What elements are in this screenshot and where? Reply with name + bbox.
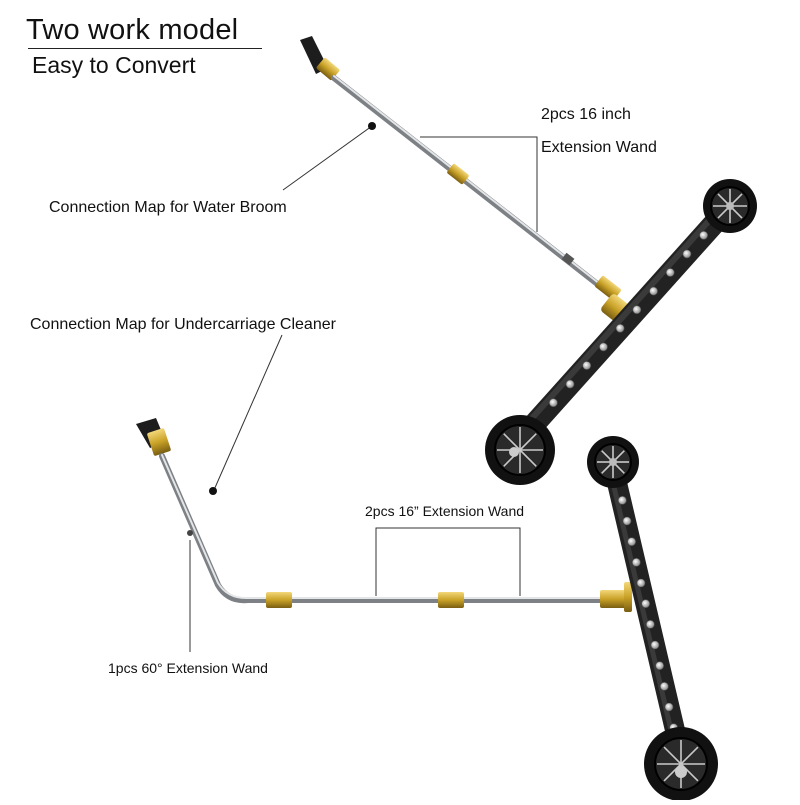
under-angled-wand bbox=[159, 453, 271, 604]
broom-end-coupler bbox=[595, 275, 621, 301]
broom-nozzle bbox=[699, 231, 708, 240]
under-map-leader bbox=[213, 334, 283, 491]
page-title: Two work model bbox=[26, 14, 239, 46]
broom-nozzle bbox=[599, 342, 608, 352]
under-wand-bracket bbox=[375, 527, 521, 596]
broom-wand-coupler bbox=[447, 163, 469, 185]
broom-map-dot bbox=[368, 122, 376, 130]
title-underline bbox=[28, 48, 262, 49]
broom-wand-quantity-label: 2pcs 16 inch bbox=[541, 106, 631, 123]
broom-wheel-top bbox=[703, 179, 757, 233]
broom-wand-bracket bbox=[420, 136, 538, 232]
broom-wheel-bottom bbox=[485, 415, 555, 485]
under-nozzle bbox=[650, 640, 660, 650]
broom-nozzle bbox=[632, 305, 642, 315]
broom-nozzle bbox=[665, 268, 675, 277]
under-nozzle bbox=[632, 558, 641, 567]
broom-nozzle bbox=[582, 361, 592, 370]
water-broom-assembly bbox=[300, 36, 757, 485]
under-nozzle bbox=[655, 661, 664, 670]
under-nozzle bbox=[622, 516, 632, 526]
undercarriage-connection-map-label: Connection Map for Undercarriage Cleaner bbox=[30, 316, 336, 333]
callout-lines bbox=[189, 125, 538, 652]
broom-extension-wand bbox=[331, 75, 608, 293]
undercarriage-straight-wand-label: 2pcs 16” Extension Wand bbox=[365, 503, 525, 519]
under-nozzle bbox=[627, 537, 636, 546]
under-nozzle bbox=[618, 496, 627, 505]
broom-nozzle bbox=[615, 323, 625, 333]
under-wheel-bottom bbox=[644, 727, 718, 801]
undercarriage-angled-wand-label: 1pcs 60° Extension Wand bbox=[108, 660, 268, 676]
under-nozzle bbox=[636, 578, 646, 588]
broom-nozzle bbox=[565, 379, 575, 389]
broom-nozzle bbox=[682, 249, 692, 259]
broom-hose-end bbox=[300, 36, 340, 80]
broom-nozzle bbox=[649, 286, 658, 296]
broom-connection-map-label: Connection Map for Water Broom bbox=[49, 199, 287, 216]
under-nozzle bbox=[641, 599, 650, 608]
under-nozzle bbox=[664, 702, 674, 712]
under-wheel-top bbox=[587, 436, 639, 488]
under-nozzle bbox=[646, 620, 655, 629]
under-nozzle bbox=[660, 682, 669, 691]
broom-nozzle-row bbox=[549, 231, 708, 408]
broom-map-leader bbox=[282, 125, 373, 191]
under-coupler-1 bbox=[266, 592, 292, 608]
page-subtitle: Easy to Convert bbox=[32, 52, 196, 78]
under-coupler-3 bbox=[600, 590, 630, 608]
undercarriage-assembly bbox=[136, 418, 718, 801]
broom-nozzle bbox=[549, 398, 558, 408]
broom-wand-name-label: Extension Wand bbox=[541, 139, 657, 156]
under-cleaner-bar bbox=[604, 460, 692, 770]
under-coupler-2 bbox=[438, 592, 464, 608]
under-map-dot bbox=[209, 487, 217, 495]
under-hose-end bbox=[136, 418, 171, 456]
